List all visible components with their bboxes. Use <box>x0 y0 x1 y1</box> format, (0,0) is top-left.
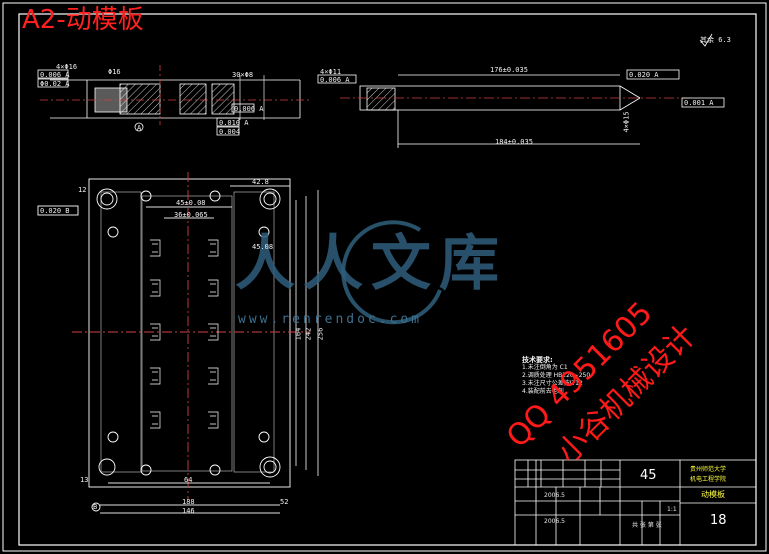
tech-notes: 技术要求: 1.未注倒角为 C1 2.调质处理 HB220~250 3.未注尺寸… <box>522 356 590 396</box>
datum-frame: 0.020 B <box>40 207 70 215</box>
datum-label: B <box>93 503 98 511</box>
watermark-url: www.renrendoc.com <box>238 312 423 327</box>
dim-label: 52 <box>280 498 289 506</box>
drawing-number: 18 <box>710 513 727 528</box>
dim-label: 242 <box>304 327 313 341</box>
scale-cell: 1:1 <box>667 506 677 513</box>
dim-label: 146 <box>182 507 195 515</box>
dim-label: 30×Φ8 <box>232 71 254 79</box>
dim-label: 12 <box>78 186 87 194</box>
dim-label: 188 <box>182 498 195 506</box>
dim-label: 176±0.035 <box>490 66 528 74</box>
date-cell: 2006.5 <box>544 492 565 499</box>
inner-border <box>18 13 757 546</box>
dim-label: 0.001 A <box>684 99 714 107</box>
dim-label: 164 <box>294 327 303 341</box>
dim-label: Φ16 <box>108 68 121 76</box>
dim-label: 13 <box>80 476 89 484</box>
dim-label: 4×Φ16 <box>56 63 78 71</box>
material-cell: 45 <box>640 468 657 483</box>
school-line-1: 贵州师范大学 <box>690 466 727 473</box>
dim-label: Φ0.02 A <box>40 80 70 88</box>
pin-view-right <box>317 33 725 148</box>
datum-label: A <box>137 124 142 132</box>
dim-label: 42.8 <box>252 178 269 186</box>
title-block <box>514 459 757 546</box>
dim-label: 184±0.035 <box>495 138 533 146</box>
section-view-left <box>37 65 310 136</box>
tech-note-line: 4.装配前去毛刺 <box>522 388 564 395</box>
sheet-info: 共 张 第 张 <box>632 522 662 529</box>
dim-label: 45±0.08 <box>176 199 206 207</box>
watermark-logo <box>341 220 442 325</box>
tech-note-line: 1.未注倒角为 C1 <box>522 364 568 371</box>
dim-label: 0.006 A <box>234 105 264 113</box>
dim-label: 0.006 A <box>320 76 350 84</box>
dim-label: 0.020 A <box>629 71 659 79</box>
dim-label: 4×Φ15 <box>622 111 631 133</box>
dim-label: 36±0.065 <box>174 211 208 219</box>
part-name: 动模板 <box>701 490 725 499</box>
dim-label: 0.006 A <box>40 71 70 79</box>
dim-label: 64 <box>184 476 193 484</box>
tech-notes-heading: 技术要求: <box>522 356 553 364</box>
dim-label: 45.08 <box>252 243 274 251</box>
dim-label: 256 <box>316 327 325 341</box>
tech-note-line: 3.未注尺寸公差按IT12 <box>522 380 583 387</box>
date-cell: 2006.5 <box>544 518 565 525</box>
dim-label: 0.010 A <box>219 119 249 127</box>
dim-label: 0.004 <box>219 128 241 136</box>
plate-plan <box>37 172 319 514</box>
school-line-2: 机电工程学院 <box>690 476 727 483</box>
tech-note-line: 2.调质处理 HB220~250 <box>522 372 591 379</box>
roughness-note: 其余 6.3 <box>700 36 731 44</box>
watermark-brand: 人人文库 <box>235 229 507 299</box>
sheet-title: A2-动模板 <box>22 5 144 35</box>
dim-label: 4×Φ11 <box>320 68 342 76</box>
